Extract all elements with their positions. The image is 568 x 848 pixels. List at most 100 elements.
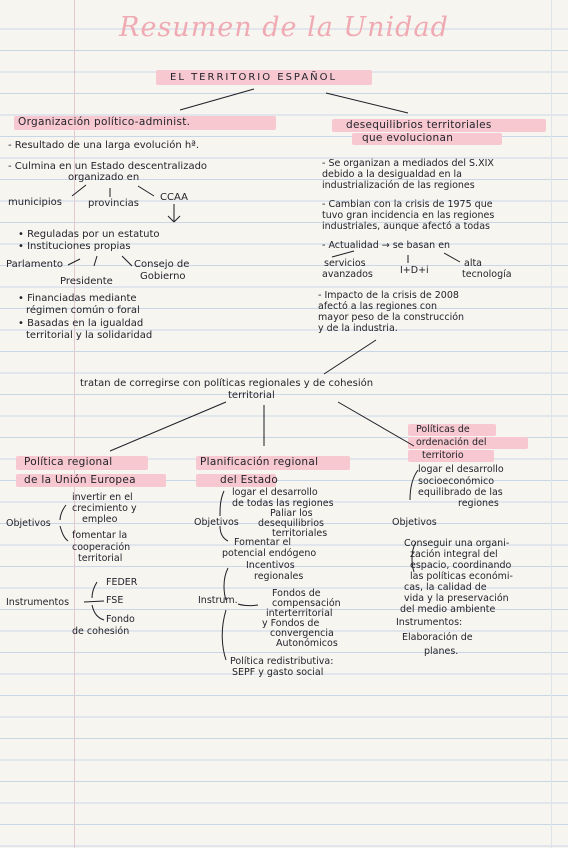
eu-objetivo-5: cooperación <box>72 542 131 553</box>
policies-heading-1: Políticas de <box>416 424 470 435</box>
state-instrumento-4: compensación <box>272 598 341 609</box>
institution-gobierno: Gobierno <box>140 271 186 282</box>
institution-presidente: Presidente <box>60 276 113 287</box>
right-item-3: industrialización de las regiones <box>322 180 475 191</box>
right-item-2: debido a la desigualdad en la <box>322 169 462 180</box>
finance-item-2: régimen común o foral <box>26 305 140 316</box>
eu-objetivo-2: crecimiento y <box>72 503 137 514</box>
basis-tecnologia: tecnología <box>462 269 512 280</box>
right-item-5: tuvo gran incidencia en las regiones <box>322 210 495 221</box>
highlight-policies-heading-2 <box>408 437 528 449</box>
state-objetivo-6: Fomentar el <box>234 537 292 548</box>
policies-objetivo-5: cas, la calidad de <box>404 582 487 593</box>
policies-goal-1: logar el desarrollo <box>418 464 504 475</box>
state-objetivo-5: territoriales <box>272 528 328 539</box>
highlight-right-heading-1 <box>332 119 546 132</box>
right-heading-2: que evolucionan <box>362 132 454 144</box>
crisis-item-3: mayor peso de la construcción <box>318 312 465 323</box>
policies-instrumento-2: planes. <box>424 646 459 657</box>
policies-objetivo-4: las políticas económi- <box>410 571 513 582</box>
eu-instrumentos-label: Instrumentos <box>6 597 70 608</box>
eu-instrumento-fse: FSE <box>106 595 124 606</box>
finance-item-1: • Financiadas mediante <box>18 293 137 304</box>
ccaa-item-2: • Instituciones propias <box>18 241 131 252</box>
policies-objetivo-3: espacio, coordinando <box>410 560 512 571</box>
eu-objetivo-1: invertir en el <box>72 492 133 503</box>
state-instrumento-9: Política redistributiva: <box>230 656 334 667</box>
policies-heading-2: ordenación del <box>416 437 487 448</box>
left-item-2: - Culmina en un Estado descentralizado <box>8 161 208 172</box>
right-item-4: - Cambian con la crisis de 1975 que <box>322 199 493 210</box>
highlight-right-heading-2 <box>352 133 502 145</box>
highlight-eu-heading-2 <box>16 474 166 487</box>
unit-ccaa: CCAA <box>160 192 188 203</box>
right-item-6: industriales, aunque afectó a todas <box>322 221 490 232</box>
crisis-item-1: - Impacto de la crisis de 2008 <box>318 290 459 301</box>
state-objetivo-7: potencial endógeno <box>222 548 317 559</box>
ccaa-item-1: • Reguladas por un estatuto <box>18 229 160 240</box>
finance-item-3: • Basadas en la igualdad <box>18 318 144 329</box>
eu-instrumento-feder: FEDER <box>106 577 138 588</box>
unit-provincias: provincias <box>88 198 140 209</box>
state-objetivo-1: logar el desarrollo <box>232 487 318 498</box>
highlight-policies-heading-1 <box>408 424 496 436</box>
state-instrumento-10: SEPF y gasto social <box>232 667 324 678</box>
state-heading-2: del Estado <box>220 474 279 486</box>
main-heading: EL TERRITORIO ESPAÑOL <box>170 72 338 83</box>
state-instrumento-5: interterritorial <box>266 608 333 619</box>
state-objetivos-label: Objetivos <box>194 517 239 528</box>
basis-idi: I+D+i <box>400 265 429 276</box>
highlight-main-heading <box>156 70 372 85</box>
eu-objetivos-label: Objetivos <box>6 518 51 529</box>
state-instrumento-3: Fondos de <box>272 588 321 599</box>
eu-objetivo-3: empleo <box>82 514 118 525</box>
left-item-3: organizado en <box>68 172 140 183</box>
highlight-policies-heading-3 <box>408 450 494 462</box>
institution-parlamento: Parlamento <box>6 259 63 270</box>
right-item-1: - Se organizan a mediados del S.XIX <box>322 158 494 169</box>
right-margin-line <box>551 0 552 848</box>
policies-objetivo-7: del medio ambiente <box>400 604 496 615</box>
policies-instrumento-1: Elaboración de <box>402 632 473 643</box>
state-objetivo-3: Paliar los <box>270 508 313 519</box>
right-item-7: - Actualidad → se basan en <box>322 240 451 251</box>
basis-alta: alta <box>464 258 483 269</box>
highlight-state-heading-1 <box>196 456 350 470</box>
crisis-item-4: y de la industria. <box>318 323 398 334</box>
finance-item-4: territorial y la solidaridad <box>26 330 153 341</box>
state-instrumento-6: y Fondos de <box>262 618 320 629</box>
institution-consejo: Consejo de <box>134 259 190 270</box>
state-instrumento-2: regionales <box>254 571 304 582</box>
page-title: Resumen de la Unidad <box>119 12 449 43</box>
state-instrumento-7: convergencia <box>270 628 334 639</box>
policies-goal-2: socioeconómico <box>418 476 495 487</box>
policies-heading-3: territorio <box>422 450 464 461</box>
state-instrum-label: Instrum. <box>198 595 238 606</box>
policies-goal-3: equilibrado de las <box>418 487 503 498</box>
state-objetivo-2: de todas las regiones <box>232 498 334 509</box>
policies-goal-4: regiones <box>458 498 499 509</box>
eu-objetivo-6: territorial <box>78 553 123 564</box>
eu-heading-2: de la Unión Europea <box>24 474 136 486</box>
margin-line <box>74 0 75 848</box>
eu-instrumento-fondo: Fondo <box>106 614 135 625</box>
highlight-state-heading-2 <box>196 474 276 487</box>
policies-instrumentos-label: Instrumentos: <box>396 617 463 628</box>
eu-objetivo-4: fomentar la <box>72 530 128 541</box>
left-item-1: - Resultado de una larga evolución hª. <box>8 140 200 151</box>
highlight-left-heading <box>14 116 276 130</box>
state-heading-1: Planificación regional <box>200 456 319 468</box>
highlight-eu-heading-1 <box>16 456 148 470</box>
eu-heading-1: Política regional <box>24 456 113 468</box>
state-instrumento-8: Autonómicos <box>276 638 338 649</box>
right-heading-1: desequilibrios territoriales <box>346 119 492 131</box>
policies-objetivo-1: Conseguir una organi- <box>404 538 510 549</box>
crisis-item-2: afectó a las regiones con <box>318 301 437 312</box>
policies-objetivo-2: zación integral del <box>410 549 498 560</box>
middle-line-2: territorial <box>228 390 275 401</box>
policies-objetivo-6: vida y la preservación <box>404 593 509 604</box>
unit-municipios: municipios <box>8 197 62 208</box>
basis-avanzados: avanzados <box>322 269 373 280</box>
state-instrumento-1: Incentivos <box>246 560 295 571</box>
